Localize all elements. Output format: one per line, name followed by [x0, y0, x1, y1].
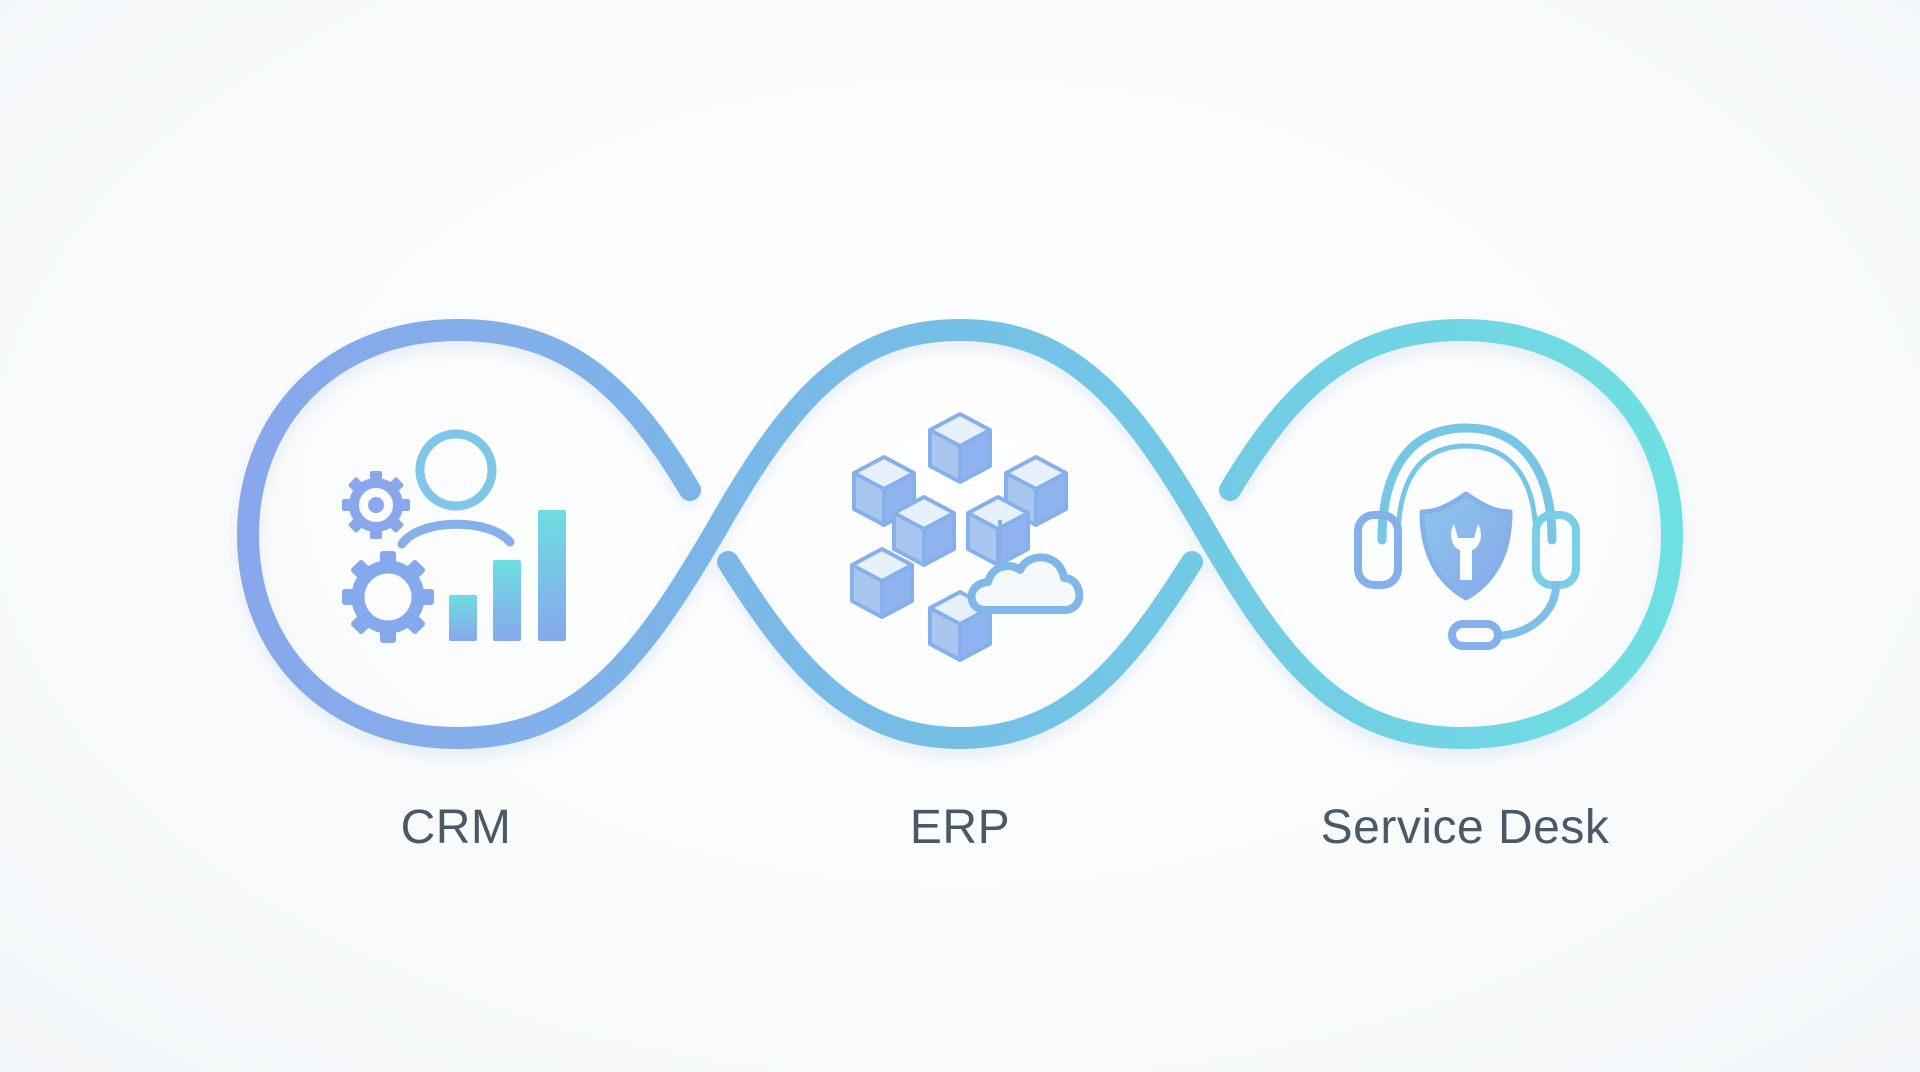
small-gear-icon	[342, 471, 410, 539]
cloud-icon	[967, 553, 1084, 614]
shield-wrench-icon	[1419, 491, 1513, 601]
bar-chart-icon	[449, 510, 566, 641]
erp-cubes-cloud-icon	[850, 412, 1084, 662]
user-icon	[397, 429, 515, 549]
large-gear-icon	[342, 551, 434, 643]
service-desk-label: Service Desk	[1320, 801, 1610, 854]
erp-label: ERP	[909, 801, 1011, 854]
left-earcup	[1354, 511, 1402, 589]
ribbon-chain	[236, 318, 1684, 750]
microphone-arm	[1490, 581, 1560, 640]
crm-label: CRM	[400, 801, 512, 854]
headband-icon	[1377, 423, 1557, 545]
ribbon-lower-arc	[717, 551, 1203, 750]
service-desk-headset-shield-icon	[1354, 423, 1580, 650]
microphone-icon	[1448, 620, 1502, 650]
ribbon-left-loop	[236, 318, 1684, 750]
crm-gears-user-chart-icon	[342, 429, 566, 643]
